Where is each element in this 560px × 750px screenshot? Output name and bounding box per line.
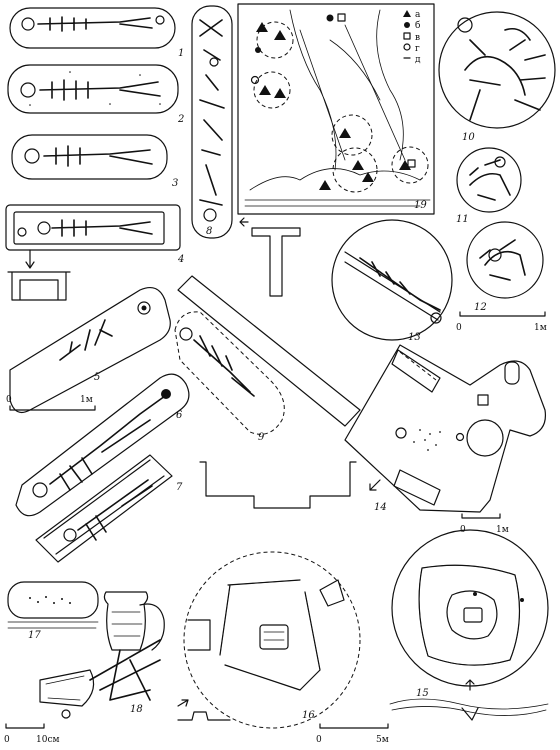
label-5: 5 — [94, 372, 100, 383]
grave-7: 7 — [35, 454, 183, 563]
label-1: 1 — [178, 48, 184, 59]
scale-10cm-end: 10см — [36, 735, 60, 745]
label-7: 7 — [176, 482, 183, 493]
label-6: 6 — [176, 410, 183, 421]
scale-1m-left: 0 1м — [6, 395, 96, 411]
legend-g: г — [415, 44, 420, 54]
section-bottom-9 — [199, 461, 357, 509]
label-18: 18 — [130, 704, 143, 715]
figure-18: 18 — [39, 639, 161, 719]
label-19: 19 — [414, 200, 427, 211]
scale-1m-right: 0 1м — [456, 311, 547, 333]
scale-5m-end: 5м — [376, 735, 389, 745]
label-3: 3 — [172, 178, 178, 189]
section-4 — [7, 249, 71, 301]
label-12: 12 — [474, 302, 487, 313]
scale-10cm: 0 10см — [4, 723, 60, 745]
legend-v: в — [415, 33, 420, 43]
map-19: а б в г д 19 — [237, 3, 435, 215]
legend-d: д — [415, 55, 421, 65]
label-4: 4 — [177, 254, 184, 265]
grave-4: 4 — [5, 204, 184, 265]
scale-left-zero: 0 — [6, 395, 12, 405]
scale-left-end: 1м — [80, 395, 93, 405]
vessels — [103, 591, 165, 651]
label-2: 2 — [177, 114, 184, 125]
grave-11: 11 — [456, 147, 522, 225]
label-14: 14 — [374, 502, 387, 513]
label-11: 11 — [456, 214, 469, 225]
scale-right-end: 1м — [534, 323, 547, 333]
map-legend: а б в г д — [403, 10, 421, 65]
grave-9: 9 — [174, 275, 361, 443]
grave-8: 8 — [191, 5, 233, 239]
grave-1: 1 — [9, 7, 184, 59]
label-17: 17 — [28, 630, 41, 641]
grave-5: 5 — [9, 287, 171, 413]
grave-6: 6 — [15, 373, 190, 517]
legend-a: а — [415, 10, 421, 20]
figure-16: 16 — [177, 551, 361, 729]
legend-b: б — [415, 20, 420, 31]
label-8: 8 — [206, 226, 212, 237]
figure-15: 15 — [389, 529, 549, 721]
pit-14: 14 — [344, 344, 547, 513]
scale-10cm-zero: 0 — [4, 735, 10, 745]
figure-17: 17 — [7, 581, 99, 641]
grave-10: 10 — [438, 11, 556, 143]
label-15: 15 — [416, 688, 429, 699]
grave-13: 13 — [331, 219, 453, 343]
scale-14-end: 1м — [496, 525, 509, 535]
scale-right-zero: 0 — [456, 323, 462, 333]
section-9 — [239, 217, 301, 297]
grave-2: 2 — [7, 64, 184, 125]
label-16: 16 — [302, 710, 315, 721]
label-13: 13 — [408, 332, 421, 343]
scale-5m-zero: 0 — [316, 735, 322, 745]
grave-12: 12 — [466, 221, 544, 313]
label-10: 10 — [462, 132, 475, 143]
scale-5m: 0 5м — [316, 723, 389, 745]
grave-3: 3 — [11, 134, 178, 189]
label-9: 9 — [258, 432, 265, 443]
